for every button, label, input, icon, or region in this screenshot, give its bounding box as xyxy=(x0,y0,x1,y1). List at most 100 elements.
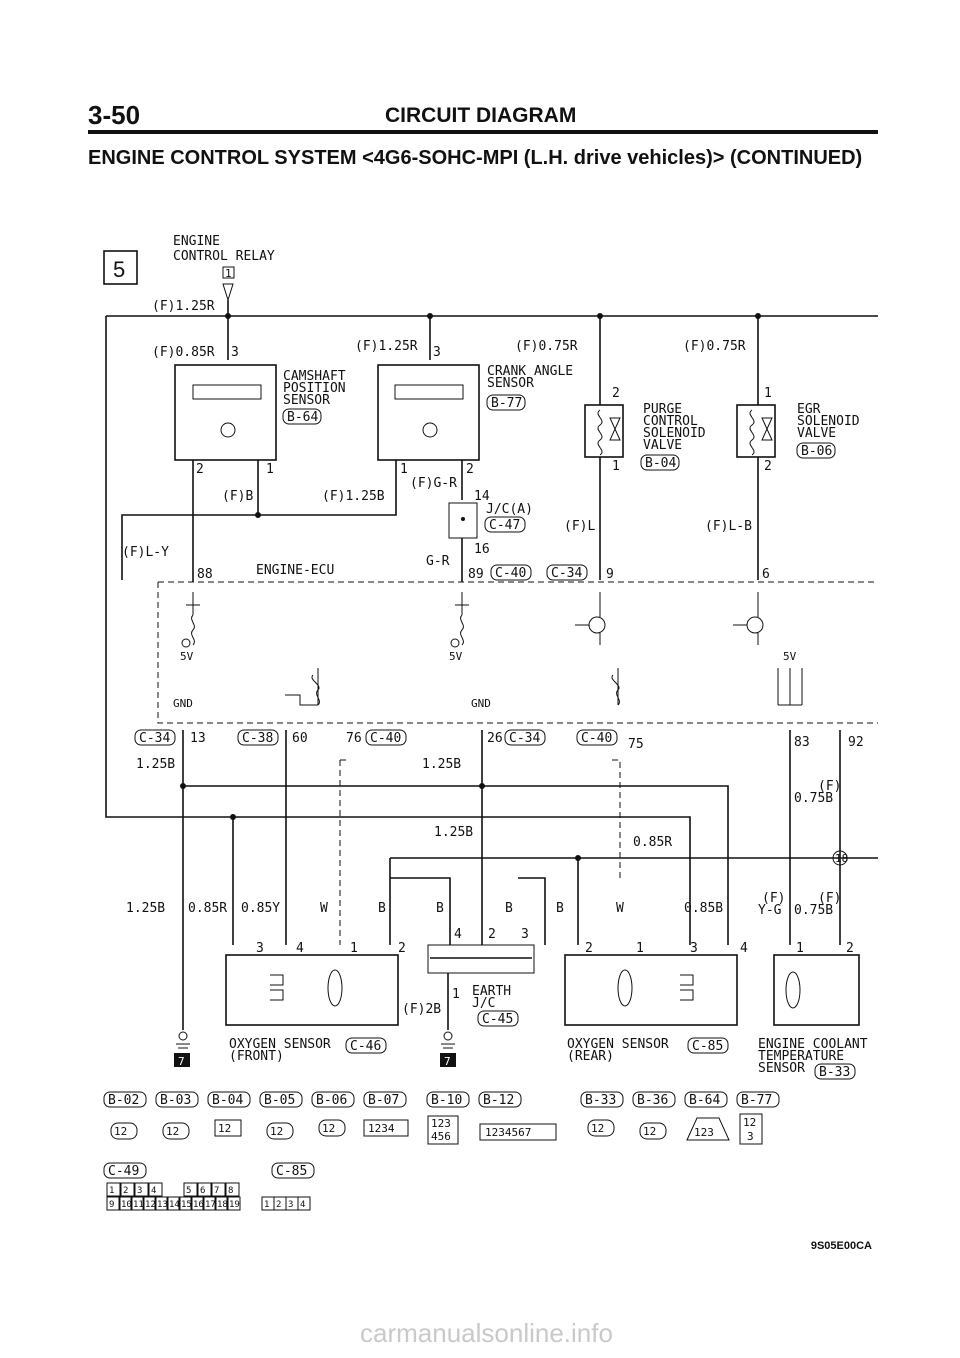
shield-wires xyxy=(339,759,621,945)
purge-label-2: CONTROL xyxy=(643,414,698,429)
c49-pin-cell xyxy=(148,1182,163,1197)
splice-wire xyxy=(389,857,878,945)
crank-sensor-label-2: SENSOR xyxy=(487,376,534,391)
crank-conn: B-77 xyxy=(491,396,522,411)
conn-pins-b12: 1234567 xyxy=(485,1126,531,1139)
conn-pins-b33: 12 xyxy=(591,1122,604,1135)
ground-marker-1-box xyxy=(174,1053,190,1067)
wire-o2f-left: 1.25B xyxy=(126,901,165,916)
c49-pin: 17 xyxy=(205,1200,216,1210)
pin-egr1: 1 xyxy=(764,386,772,401)
ground-terminal-2-icon xyxy=(443,1031,453,1041)
wire-earth-b1: B xyxy=(436,901,444,916)
connector-b02-icon xyxy=(110,1122,138,1140)
o2f-conn: C-46 xyxy=(350,1039,381,1054)
relay-terminal-icon xyxy=(222,283,234,302)
o2f-heater-icon xyxy=(327,969,343,1007)
c49-pin-cell xyxy=(134,1182,149,1197)
conn-pins-b02: 12 xyxy=(114,1125,127,1138)
ecu-pullup-1 xyxy=(186,592,200,646)
o2f-box xyxy=(225,954,399,1026)
connector-b07-icon xyxy=(363,1119,409,1137)
pin-e75: 75 xyxy=(628,737,644,752)
gnd-bus-wire xyxy=(183,785,729,945)
o2r-box xyxy=(564,954,738,1026)
pin-e60: 60 xyxy=(292,731,308,746)
pin-ect2: 2 xyxy=(846,941,854,956)
c85-pin: 4 xyxy=(300,1200,305,1210)
c49-pin: 9 xyxy=(109,1200,114,1210)
wire-ect-top2: 0.75B xyxy=(794,791,833,806)
c49-pin: 8 xyxy=(228,1186,233,1196)
c49-pin-cell xyxy=(226,1196,241,1211)
purge-label-3: SOLENOID xyxy=(643,426,706,441)
wire-ecu-gr: G-R xyxy=(426,554,450,569)
5v-source-2-icon xyxy=(450,638,460,648)
wire-o2f-b: 0.85R xyxy=(188,901,227,916)
ecu-pullup-4 xyxy=(611,668,620,706)
ecu-label: ENGINE-ECU xyxy=(256,563,334,578)
ecu-conn-c40c: C-40 xyxy=(581,731,612,746)
connector-b10-icon xyxy=(427,1115,459,1145)
conn-pins-b05: 12 xyxy=(270,1125,283,1138)
conn-pins-b04: 12 xyxy=(218,1122,231,1135)
o2r-conn: C-85 xyxy=(692,1039,723,1054)
wire-egr-feed: (F)0.75R xyxy=(683,339,746,354)
wire-cam-feed: (F)0.85R xyxy=(152,345,215,360)
conn-pins-b10b: 456 xyxy=(431,1130,451,1143)
cam-sensor-label-3: SENSOR xyxy=(283,393,330,408)
ecu-conn-c34b: C-34 xyxy=(139,731,170,746)
cam-sensor-box xyxy=(174,364,277,461)
jc-box xyxy=(448,502,478,539)
conn-pins-b06: 12 xyxy=(322,1122,335,1135)
ecu-conn-c40a: C-40 xyxy=(495,566,526,581)
purge-conn-frame xyxy=(640,454,680,471)
c49-pin-cell xyxy=(142,1196,157,1211)
junction xyxy=(479,783,485,789)
wire-ect-yg1: (F) xyxy=(762,891,785,906)
watermark: carmanualsonline.info xyxy=(360,1318,613,1348)
wire-cam-return: (F)1.25B xyxy=(322,489,385,504)
pin-crank3: 3 xyxy=(433,345,441,360)
wire-o2r-w: W xyxy=(616,901,624,916)
gnd-a: GND xyxy=(173,697,193,710)
wire-ect-b1: (F) xyxy=(818,891,841,906)
conn-legend-b77: B-77 xyxy=(741,1093,772,1108)
crank-sensor-element xyxy=(394,384,464,400)
wire-ect-yg2: Y-G xyxy=(758,903,782,918)
ect-box xyxy=(773,954,860,1026)
connector-b03-icon xyxy=(162,1122,190,1140)
junction xyxy=(255,512,261,518)
ecu-frame xyxy=(157,581,878,724)
c49-pin-cell xyxy=(183,1182,198,1197)
header-rule xyxy=(88,130,878,134)
crank-sensor-hall-icon xyxy=(422,422,438,438)
earth-jc-box xyxy=(427,944,535,974)
egr-label-1: EGR xyxy=(797,402,821,417)
pin-e13: 13 xyxy=(190,731,206,746)
c49-pin-cell xyxy=(130,1196,145,1211)
c49-pin-cell xyxy=(106,1182,121,1197)
ecu-pullup-5 xyxy=(777,668,803,706)
c49-pin-cell xyxy=(211,1182,226,1197)
wire-o2r-gnd: 0.85B xyxy=(684,901,723,916)
earth-label-2: J/C xyxy=(472,996,495,1011)
connector-b33-icon xyxy=(587,1119,615,1137)
pin-ea1: 1 xyxy=(452,987,460,1002)
ground-marker-1: 7 xyxy=(178,1055,185,1068)
conn-legend-b06: B-06 xyxy=(316,1093,347,1108)
pin-purge1: 1 xyxy=(612,459,620,474)
pin-ea3: 3 xyxy=(521,927,529,942)
wire-o2f-w: W xyxy=(320,901,328,916)
cam-conn: B-64 xyxy=(287,410,318,425)
ecu-transistor-1-leads xyxy=(575,592,601,645)
c49-pin: 2 xyxy=(123,1186,128,1196)
pin-cam3: 3 xyxy=(231,345,239,360)
pin-o2r2: 2 xyxy=(585,941,593,956)
pin-e9: 9 xyxy=(606,567,614,582)
wire-egr-sig: (F)L-B xyxy=(705,519,752,534)
c49-pin: 3 xyxy=(137,1186,142,1196)
page-title: CIRCUIT DIAGRAM xyxy=(385,104,577,127)
c49-pin: 1 xyxy=(109,1186,114,1196)
o2f-element-icon xyxy=(270,974,284,1001)
